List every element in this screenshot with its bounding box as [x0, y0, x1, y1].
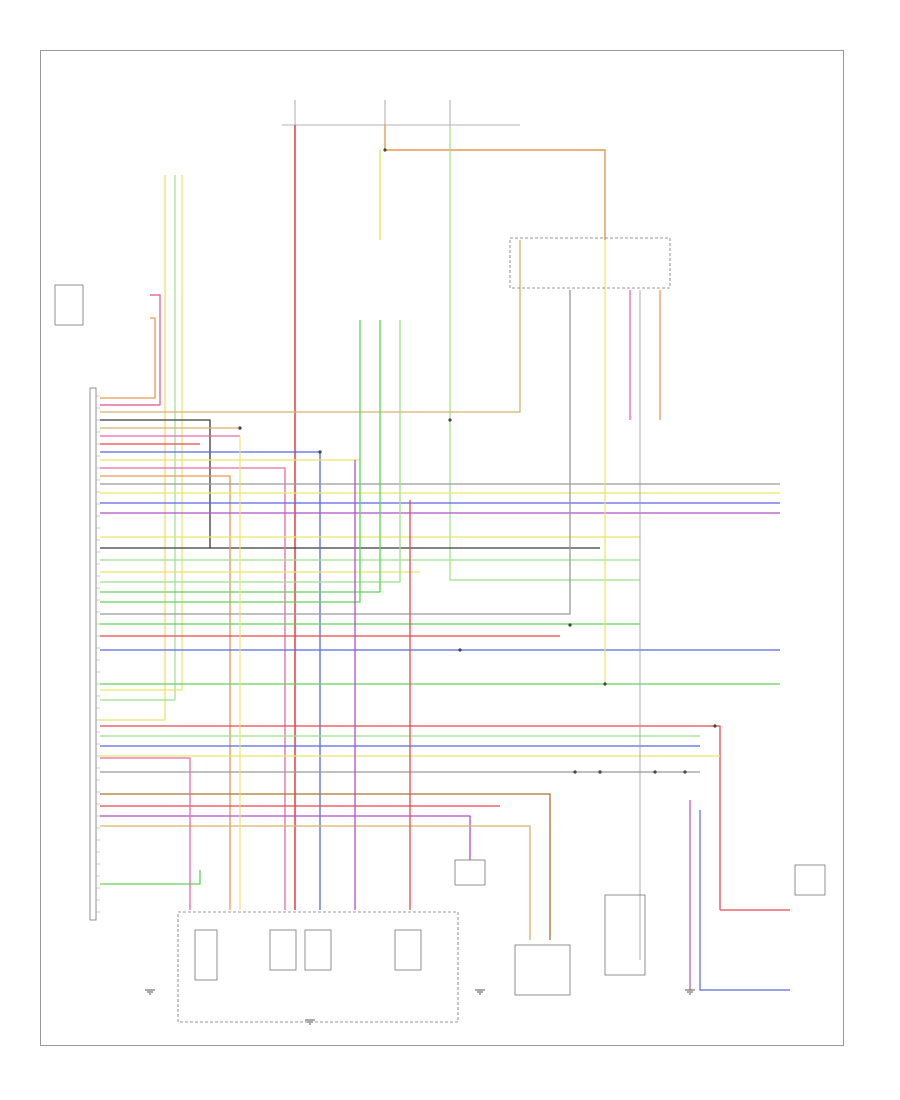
junction-dot-7	[573, 770, 577, 774]
transaxle-solenoid-4	[394, 929, 422, 971]
resistor-box	[454, 859, 486, 886]
wire-9	[100, 175, 166, 721]
wire-39	[100, 725, 721, 910]
wire-22	[100, 475, 231, 910]
component-layer	[54, 148, 826, 1023]
junction-dot-5	[568, 623, 572, 627]
ground-symbol-2	[475, 989, 485, 995]
wire-layer	[100, 100, 790, 991]
automatic-transaxle-box	[177, 911, 459, 1023]
wire-49	[100, 757, 191, 910]
ground-symbol-1	[145, 989, 155, 995]
wire-12	[100, 294, 161, 406]
wire-11	[100, 175, 183, 691]
junction-dot-12	[318, 450, 322, 454]
transaxle-solenoid-1	[194, 929, 218, 981]
shift-lock-relay-box	[509, 237, 671, 289]
wire-44	[100, 793, 551, 940]
wire-13	[100, 317, 156, 399]
wire-14	[100, 240, 521, 413]
junction-dot-6	[603, 682, 607, 686]
junction-dot-4	[458, 648, 462, 652]
junction-dot-3	[448, 418, 452, 422]
wire-33	[100, 320, 361, 603]
ground-symbol-4	[305, 1019, 315, 1025]
wire-6	[384, 125, 606, 240]
wire-21	[100, 467, 286, 910]
junction-dot-1	[238, 426, 242, 430]
wire-32	[100, 320, 381, 593]
wire-8	[449, 125, 640, 581]
junction-dot-10	[713, 724, 717, 728]
wire-31	[100, 320, 401, 583]
wire-16	[100, 427, 241, 430]
wire-47	[100, 825, 531, 940]
wire-10	[100, 175, 176, 701]
wire-34	[100, 290, 571, 615]
transaxle-solenoid-2	[269, 929, 297, 971]
interlock-unit-box	[514, 944, 571, 996]
junction-dot-11	[598, 770, 602, 774]
junction-dot-2	[383, 148, 387, 152]
wire-48	[100, 870, 201, 885]
wire-58	[699, 810, 790, 991]
neutral-safety-switch-box	[604, 894, 646, 976]
ground-layer	[145, 989, 695, 1025]
junction-dot-9	[683, 770, 687, 774]
wire-46	[100, 815, 471, 860]
ground-symbol-3	[685, 989, 695, 995]
control-module-connector	[89, 387, 97, 921]
transaxle-solenoid-3	[304, 929, 332, 971]
diagram-frame	[40, 50, 844, 1046]
pressure-sensor-box	[54, 284, 84, 326]
indicator-light-box	[794, 864, 826, 896]
junction-dot-8	[653, 770, 657, 774]
